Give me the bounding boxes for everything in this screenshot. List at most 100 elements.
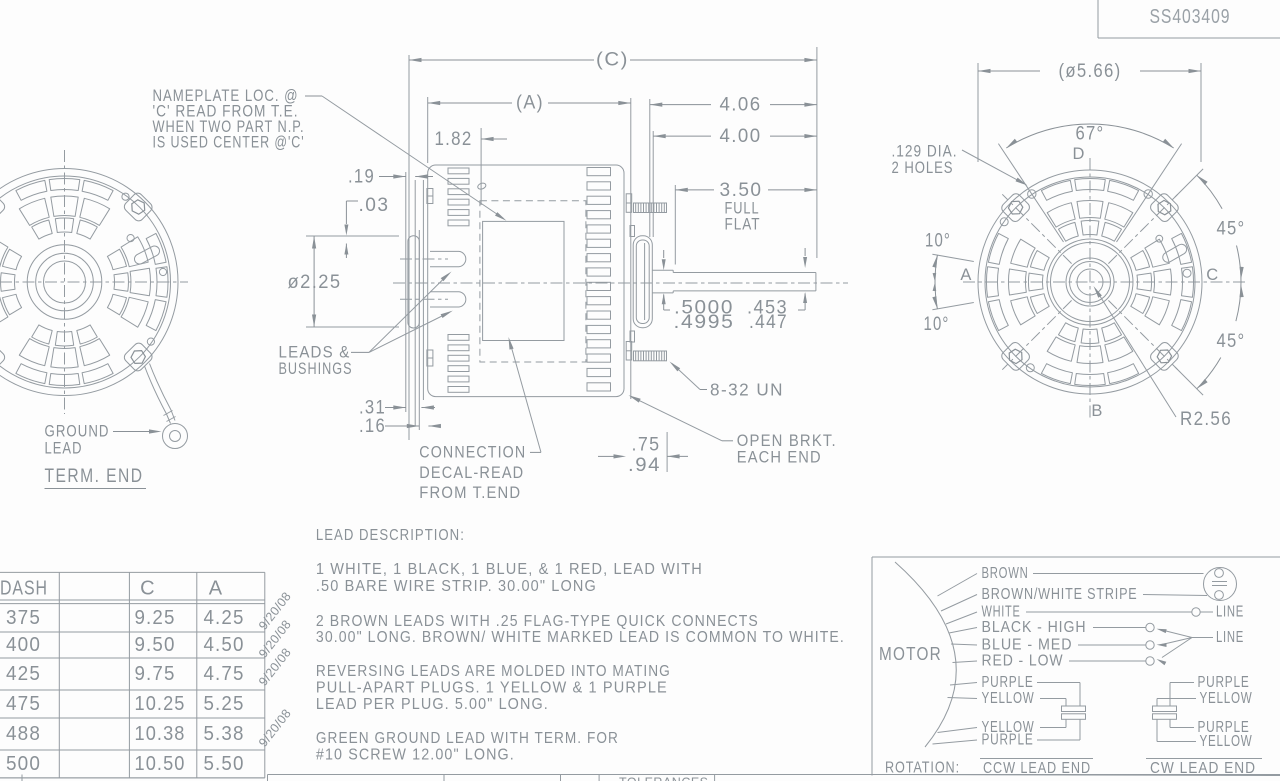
svg-text:375: 375 <box>6 607 41 629</box>
svg-text:ø2.25: ø2.25 <box>288 271 342 293</box>
svg-text:8-32 UN: 8-32 UN <box>710 380 784 400</box>
svg-text:.447: .447 <box>749 311 788 333</box>
svg-text:3.50: 3.50 <box>720 179 763 201</box>
svg-text:2 BROWN LEADS WITH .25 FLAG-TY: 2 BROWN LEADS WITH .25 FLAG-TYPE QUICK C… <box>316 613 759 630</box>
svg-text:CW LEAD END: CW LEAD END <box>1150 760 1256 777</box>
svg-text:9.25: 9.25 <box>135 607 176 629</box>
svg-text:.16: .16 <box>359 415 386 437</box>
svg-text:A: A <box>960 266 972 284</box>
svg-text:5.50: 5.50 <box>204 753 245 775</box>
svg-text:LEAD: LEAD <box>45 440 83 458</box>
svg-text:GREEN GROUND LEAD WITH TERM. F: GREEN GROUND LEAD WITH TERM. FOR <box>316 730 619 747</box>
svg-text:4.25: 4.25 <box>204 607 245 629</box>
svg-text:10.25: 10.25 <box>135 693 186 715</box>
svg-text:FLAT: FLAT <box>725 215 761 233</box>
svg-text:PURPLE: PURPLE <box>1198 674 1250 691</box>
svg-text:67°: 67° <box>1076 123 1105 145</box>
svg-text:LEAD DESCRIPTION:: LEAD DESCRIPTION: <box>316 527 465 544</box>
svg-text:.19: .19 <box>348 166 375 188</box>
svg-text:.94: .94 <box>628 454 661 476</box>
svg-text:TOLERANCES: TOLERANCES <box>619 776 709 781</box>
svg-text:YELLOW: YELLOW <box>982 690 1035 707</box>
svg-text:45°: 45° <box>1217 218 1246 240</box>
svg-text:LINE: LINE <box>1216 629 1244 646</box>
svg-text:SS403409: SS403409 <box>1150 6 1231 28</box>
svg-text:10.38: 10.38 <box>135 723 186 745</box>
svg-text:TERM. END: TERM. END <box>45 465 144 487</box>
svg-text:REVERSING LEADS ARE MOLDED INT: REVERSING LEADS ARE MOLDED INTO MATING <box>316 663 671 680</box>
svg-text:425: 425 <box>6 663 41 685</box>
svg-text:OPEN BRKT.: OPEN BRKT. <box>737 432 837 450</box>
svg-text:9/20/08: 9/20/08 <box>256 706 294 749</box>
svg-text:MOTOR: MOTOR <box>879 643 942 664</box>
svg-text:WHITE: WHITE <box>982 604 1021 621</box>
svg-text:FULL: FULL <box>725 199 760 217</box>
svg-text:4.00: 4.00 <box>720 125 762 147</box>
svg-text:YELLOW: YELLOW <box>1200 690 1253 707</box>
svg-text:400: 400 <box>6 634 41 656</box>
svg-text:4.75: 4.75 <box>204 663 245 685</box>
svg-text:4.50: 4.50 <box>204 634 245 656</box>
svg-text:9.50: 9.50 <box>135 634 176 656</box>
svg-text:10°: 10° <box>925 230 951 252</box>
svg-text:30.00" LONG. BROWN/ WHITE MARK: 30.00" LONG. BROWN/ WHITE MARKED LEAD IS… <box>316 629 845 646</box>
svg-text:DASH: DASH <box>0 577 48 599</box>
svg-text:#10 SCREW 12.00" LONG.: #10 SCREW 12.00" LONG. <box>316 747 515 764</box>
svg-text:4.06: 4.06 <box>720 93 762 115</box>
svg-text:488: 488 <box>6 723 41 745</box>
svg-text:.129 DIA.: .129 DIA. <box>892 143 958 161</box>
svg-text:BLACK - HIGH: BLACK - HIGH <box>982 619 1087 636</box>
svg-text:WHEN TWO PART N.P.: WHEN TWO PART N.P. <box>153 118 305 136</box>
svg-text:IS USED CENTER @'C': IS USED CENTER @'C' <box>153 134 305 152</box>
svg-text:YELLOW: YELLOW <box>982 719 1035 736</box>
svg-text:NAMEPLATE LOC. @: NAMEPLATE LOC. @ <box>153 87 299 105</box>
svg-text:LEADS &: LEADS & <box>279 343 351 361</box>
svg-text:LINE: LINE <box>1216 604 1244 621</box>
svg-text:FROM T.END: FROM T.END <box>419 484 521 502</box>
svg-text:PULL-APART PLUGS. 1 YELLOW & 1: PULL-APART PLUGS. 1 YELLOW & 1 PURPLE <box>316 680 668 697</box>
svg-text:2 HOLES: 2 HOLES <box>892 159 954 177</box>
svg-text:(A): (A) <box>516 92 544 114</box>
svg-text:5.25: 5.25 <box>204 693 245 715</box>
svg-text:500: 500 <box>6 753 41 775</box>
svg-text:B: B <box>1091 402 1103 420</box>
svg-text:BROWN: BROWN <box>982 565 1029 582</box>
svg-text:BROWN/WHITE STRIPE: BROWN/WHITE STRIPE <box>982 586 1138 603</box>
svg-text:CCW LEAD END: CCW LEAD END <box>983 760 1091 777</box>
svg-text:A: A <box>209 577 224 599</box>
svg-text:RED - LOW: RED - LOW <box>982 653 1064 670</box>
svg-text:10°: 10° <box>924 313 950 335</box>
svg-text:.4995: .4995 <box>674 311 735 333</box>
svg-text:1 WHITE, 1 BLACK, 1 BLUE, & 1: 1 WHITE, 1 BLACK, 1 BLUE, & 1 RED, LEAD … <box>316 561 703 578</box>
svg-text:PURPLE: PURPLE <box>982 674 1034 691</box>
svg-text:DECAL-READ: DECAL-READ <box>419 464 524 482</box>
svg-text:C: C <box>1206 266 1219 284</box>
svg-text:LEAD PER PLUG. 5.00" LONG.: LEAD PER PLUG. 5.00" LONG. <box>316 696 549 713</box>
svg-text:.75: .75 <box>632 434 661 456</box>
svg-text:CONNECTION: CONNECTION <box>419 443 526 461</box>
svg-text:.03: .03 <box>359 194 390 216</box>
svg-text:.50 BARE WIRE STRIP. 30.00" LO: .50 BARE WIRE STRIP. 30.00" LONG <box>316 578 597 595</box>
svg-text:475: 475 <box>6 693 41 715</box>
svg-text:EACH END: EACH END <box>737 449 822 467</box>
svg-text:YELLOW: YELLOW <box>1200 733 1253 750</box>
svg-text:C: C <box>140 577 156 599</box>
svg-text:'C' READ FROM T.E.: 'C' READ FROM T.E. <box>153 103 299 121</box>
svg-text:9.75: 9.75 <box>135 663 176 685</box>
svg-text:45°: 45° <box>1217 330 1246 352</box>
svg-text:PURPLE: PURPLE <box>982 732 1034 749</box>
svg-text:PURPLE: PURPLE <box>1198 719 1250 736</box>
svg-text:10.50: 10.50 <box>135 753 186 775</box>
svg-text:5.38: 5.38 <box>204 723 245 745</box>
svg-text:D: D <box>1072 145 1085 163</box>
svg-text:.5000: .5000 <box>674 297 734 319</box>
svg-text:R2.56: R2.56 <box>1180 408 1232 430</box>
svg-text:BUSHINGS: BUSHINGS <box>279 360 353 378</box>
svg-text:BLUE - MED: BLUE - MED <box>982 637 1073 654</box>
svg-text:ROTATION:: ROTATION: <box>885 760 960 777</box>
svg-text:.31: .31 <box>359 397 386 419</box>
svg-text:(C): (C) <box>596 49 629 71</box>
svg-text:GROUND: GROUND <box>45 423 110 441</box>
svg-text:(ø5.66): (ø5.66) <box>1059 60 1122 82</box>
svg-text:1.82: 1.82 <box>435 128 473 150</box>
